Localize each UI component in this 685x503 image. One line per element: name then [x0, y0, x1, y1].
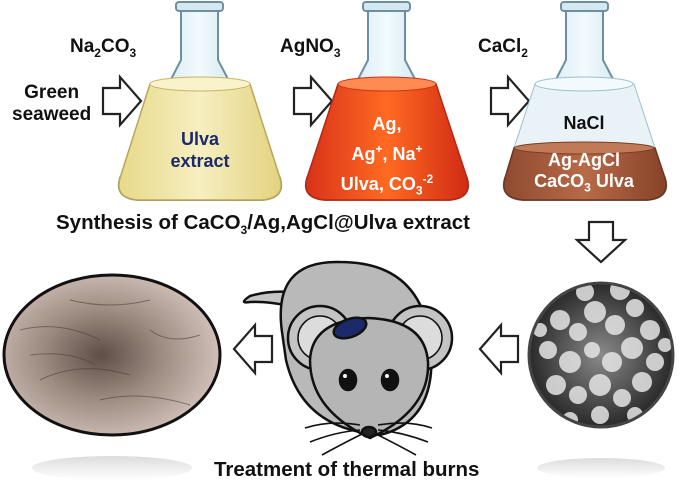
flask3-bottom-label: Ag-AgCl CaCO3 Ulva — [534, 150, 634, 195]
burn-skin-photo — [2, 273, 222, 480]
reagent-na2co3: Na2CO3 — [70, 36, 137, 60]
arrow-left-1 — [478, 322, 520, 376]
arrow-left-2 — [232, 322, 274, 376]
flask3-top-label: NaCl — [563, 113, 605, 133]
start-label-green-seaweed: Green seaweed — [12, 82, 92, 125]
flask-ulva-extract — [117, 1, 283, 201]
reagent-cacl2: CaCl2 — [478, 36, 528, 60]
mouse-icon — [242, 260, 454, 456]
flask2-label: Ag, Ag+, Na+ Ulva, CO3-2 — [340, 114, 434, 198]
arrow-right-3 — [489, 74, 531, 128]
arrow-down — [574, 220, 628, 264]
treatment-title: Treatment of thermal burns — [214, 458, 480, 481]
sem-image — [527, 281, 675, 478]
synthesis-title: Synthesis of CaCO3/Ag,AgCl@Ulva extract — [56, 211, 471, 238]
flask1-label: Ulva extract — [170, 129, 230, 171]
reagent-agno3: AgNO3 — [280, 36, 341, 60]
arrow-right-1 — [101, 74, 143, 128]
flask-nanocomposite — [502, 1, 668, 201]
flask-silver-mix — [304, 1, 470, 201]
arrow-right-2 — [292, 74, 334, 128]
